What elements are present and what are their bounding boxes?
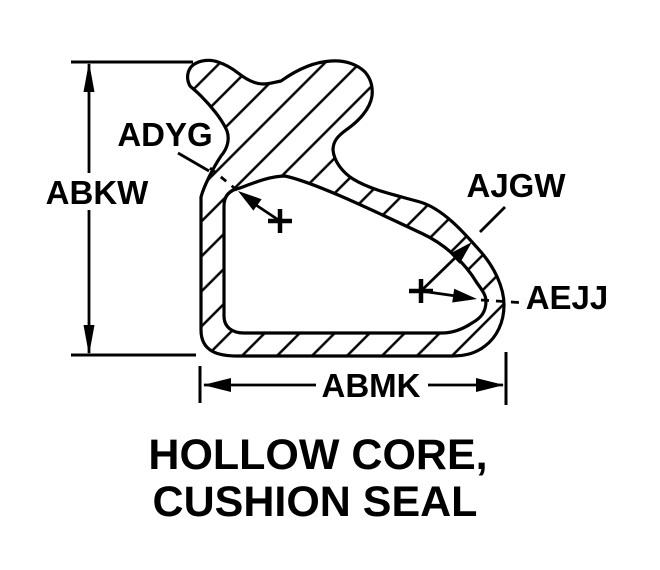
adyg-center-mark xyxy=(268,209,292,233)
abkw-label: ABKW xyxy=(46,174,149,211)
ajgw-radius-shaft xyxy=(420,255,457,293)
ajgw-leader-line xyxy=(479,206,506,233)
abmk-arrow-left-icon xyxy=(203,378,231,392)
ajgw-label: AJGW xyxy=(467,167,567,204)
adyg-callout xyxy=(177,151,292,233)
diagram-title-line2: CUSHION SEAL xyxy=(153,478,478,526)
adyg-leader-dashed xyxy=(209,166,239,193)
aejj-label: AEJJ xyxy=(526,279,609,316)
aejj-arrowhead-icon xyxy=(452,288,477,303)
aejj-leader-dashed xyxy=(480,298,527,305)
abmk-arrow-right-icon xyxy=(476,378,504,392)
diagram-title-line1: HOLLOW CORE, xyxy=(148,431,487,479)
aejj-center-mark xyxy=(409,279,433,303)
ajgw-callout xyxy=(420,206,506,293)
adyg-label: ADYG xyxy=(117,116,212,153)
ajgw-arrowhead-icon xyxy=(449,242,472,264)
abkw-arrow-down-icon xyxy=(83,325,95,355)
abkw-arrow-up-icon xyxy=(83,62,95,92)
abkw-label-mask xyxy=(42,173,152,210)
aejj-callout xyxy=(409,279,527,305)
abmk-label-mask xyxy=(316,370,428,401)
adyg-arrowhead-icon xyxy=(238,191,262,211)
adyg-radius-shaft xyxy=(255,203,281,223)
adyg-leader-line xyxy=(177,151,210,173)
seal-cross-section xyxy=(186,58,506,358)
abmk-label: ABMK xyxy=(322,367,421,404)
